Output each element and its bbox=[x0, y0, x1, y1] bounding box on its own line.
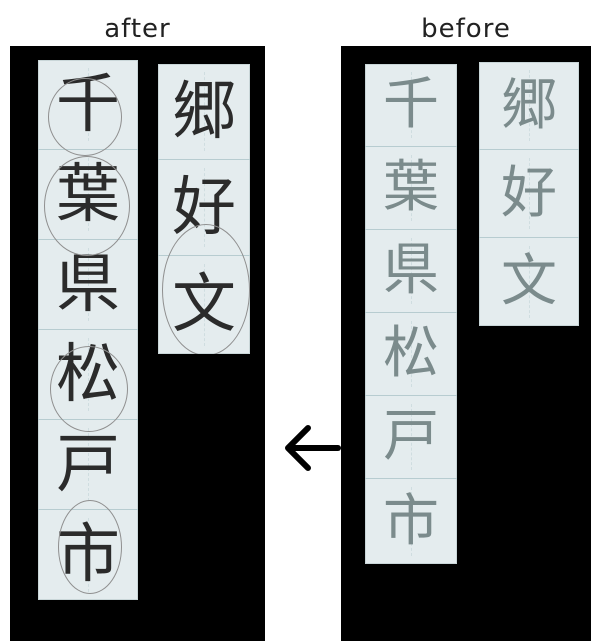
before-cell: 市 bbox=[365, 479, 457, 564]
before-cell: 葉 bbox=[365, 147, 457, 230]
before-right-strip: 郷 好 文 bbox=[479, 62, 579, 326]
before-glyph: 千 bbox=[383, 72, 439, 137]
before-glyph: 戸 bbox=[383, 404, 439, 469]
before-glyph: 県 bbox=[383, 238, 439, 303]
before-glyph: 葉 bbox=[383, 155, 439, 220]
before-glyph: 文 bbox=[501, 249, 557, 314]
before-glyph: 好 bbox=[501, 160, 557, 226]
annotation-circle bbox=[44, 156, 130, 256]
before-cell: 郷 bbox=[479, 62, 579, 150]
arrow-left-icon bbox=[285, 425, 341, 471]
after-glyph: 戸 bbox=[56, 427, 120, 502]
before-heading: before bbox=[421, 14, 511, 44]
after-glyph: 県 bbox=[56, 247, 120, 322]
before-cell: 戸 bbox=[365, 396, 457, 479]
before-glyph: 松 bbox=[383, 321, 439, 386]
before-glyph: 郷 bbox=[501, 72, 557, 138]
annotation-circle bbox=[48, 78, 122, 156]
after-cell: 郷 bbox=[158, 64, 250, 160]
after-left-strip: 千 葉 県 松 戸 市 bbox=[38, 60, 138, 600]
annotation-circle bbox=[162, 224, 250, 354]
after-cell: 戸 bbox=[38, 420, 138, 510]
before-cell: 県 bbox=[365, 230, 457, 313]
after-cell: 県 bbox=[38, 240, 138, 330]
after-glyph: 郷 bbox=[172, 74, 236, 149]
before-panel: 千 葉 県 松 戸 市 郷 好 文 bbox=[341, 46, 591, 641]
annotation-circle bbox=[58, 500, 122, 594]
after-heading: after bbox=[104, 14, 171, 44]
annotation-circle bbox=[50, 346, 128, 432]
before-glyph: 市 bbox=[383, 488, 439, 554]
before-cell: 好 bbox=[479, 150, 579, 238]
before-cell: 松 bbox=[365, 313, 457, 396]
before-cell: 千 bbox=[365, 64, 457, 147]
before-left-strip: 千 葉 県 松 戸 市 bbox=[365, 64, 457, 564]
after-right-strip: 郷 好 文 bbox=[158, 64, 250, 354]
before-cell: 文 bbox=[479, 238, 579, 326]
after-panel: 千 葉 県 松 戸 市 郷 好 文 bbox=[10, 46, 265, 641]
